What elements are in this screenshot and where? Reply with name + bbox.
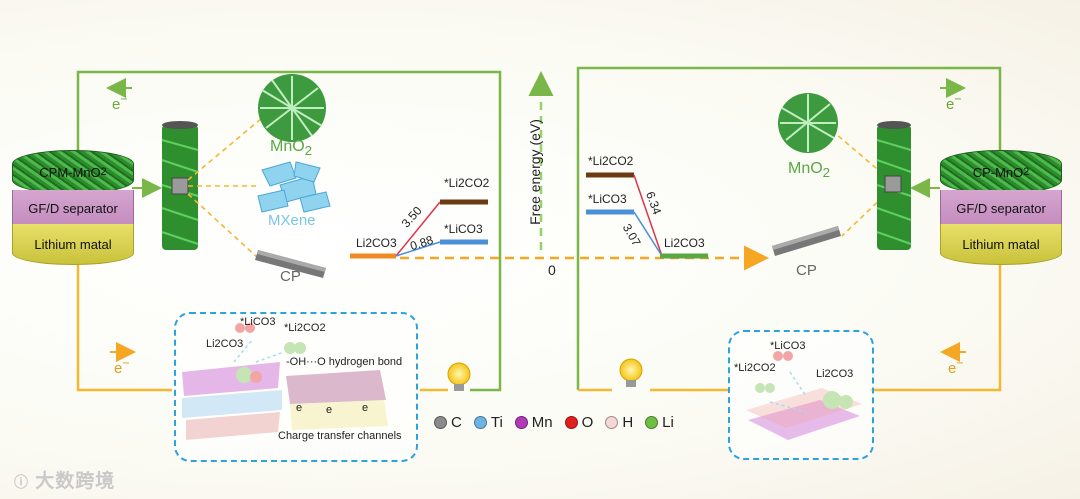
left-inset-box: [174, 312, 418, 462]
legend-dot-li: [645, 416, 659, 429]
right-electron-label-top: e−: [946, 92, 962, 113]
left-inset-licO3-label: *LiCO3: [240, 316, 276, 328]
left-energy-start-label: Li2CO3: [356, 236, 397, 250]
right-cp-label: CP: [796, 262, 817, 279]
right-mno2-nanoflower: [778, 93, 838, 153]
legend-dot-ti: [473, 416, 487, 429]
left-inset-charge-label: Charge transfer channels: [278, 430, 402, 442]
element-legend: C Ti Mn O H Li: [434, 414, 686, 431]
legend-dot-h: [605, 416, 619, 429]
mxene-label: MXene: [268, 212, 316, 229]
right-separator-layer: GF/D separator: [940, 190, 1062, 226]
left-separator-layer: GF/D separator: [12, 190, 134, 226]
right-inset-box: [728, 330, 874, 460]
left-anode-layer: Lithium matal: [12, 224, 134, 265]
left-energy-product-low: *LiCO3: [444, 222, 483, 236]
left-cp-label: CP: [280, 268, 301, 285]
right-electron-label-bottom: e−: [948, 356, 964, 377]
legend-dot-mn: [514, 416, 528, 429]
left-lightbulb-icon: [447, 362, 471, 391]
left-inset-li2co2-label: *Li2CO2: [284, 322, 326, 334]
right-lightbulb-icon: [619, 358, 643, 387]
legend-item-c: C: [434, 414, 462, 431]
left-inset-e2: e: [326, 404, 333, 416]
right-energy-end-label: Li2CO3: [664, 236, 705, 250]
right-inset-li2co3-label: Li2CO3: [816, 368, 854, 380]
right-mno2-label: MnO2: [788, 160, 831, 181]
right-inset-li2co2-label: *Li2CO2: [734, 362, 776, 374]
mxene-sheets: [257, 161, 331, 213]
left-inset-e3: e: [362, 402, 369, 414]
left-zoom-lines: [187, 117, 263, 259]
left-electron-label-bottom: e−: [114, 356, 130, 377]
legend-item-mn: Mn: [514, 414, 553, 431]
left-cp-rod: [255, 250, 326, 278]
left-inset-li2co3-label: Li2CO3: [206, 338, 244, 350]
right-inset-lico3-label: *LiCO3: [770, 340, 806, 352]
left-inset-e1: e: [296, 402, 303, 414]
right-energy-product-low: *LiCO3: [588, 192, 627, 206]
watermark-logo: ⓘ 大数跨境: [14, 471, 116, 492]
energy-zero-label: 0: [548, 262, 556, 278]
legend-item-ti: Ti: [473, 414, 503, 431]
right-circuit: [576, 66, 1002, 392]
right-electrode-column: [876, 121, 912, 250]
left-mno2-nanoflower: [258, 74, 326, 142]
left-energy-product-high: *Li2CO2: [444, 176, 490, 190]
legend-item-h: H: [605, 414, 633, 431]
left-electrode-column: [161, 121, 199, 250]
energy-axis-label: Free energy (eV): [527, 119, 543, 225]
left-mno2-label: MnO2: [270, 138, 313, 159]
legend-dot-o: [564, 416, 578, 429]
left-electron-label-top: e−: [112, 92, 128, 113]
legend-item-li: Li: [645, 414, 674, 431]
right-energy-product-high: *Li2CO2: [588, 154, 634, 168]
legend-dot-c: [434, 416, 447, 429]
energy-diagram-right: [586, 172, 708, 259]
energy-diagram-left: [350, 199, 488, 259]
right-anode-layer: Lithium matal: [940, 224, 1062, 265]
left-circuit: [76, 70, 502, 392]
left-inset-hbond-label: -OH···O hydrogen bond: [286, 356, 403, 368]
legend-item-o: O: [564, 414, 593, 431]
right-cp-rod: [772, 226, 841, 256]
